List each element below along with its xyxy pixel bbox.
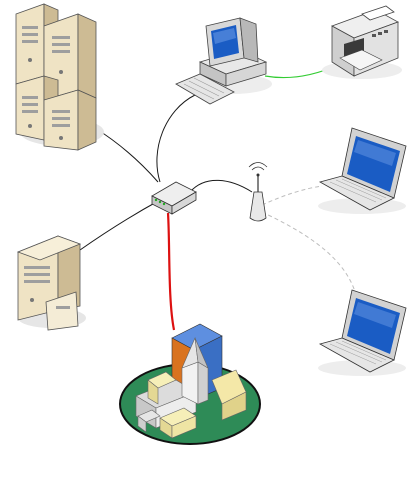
link-desktop-router: [156, 94, 196, 183]
link-router-campus: [166, 212, 176, 331]
link-file-server-router: [79, 199, 161, 251]
laptop-icon: [318, 127, 407, 214]
laptop-icon: [318, 289, 407, 376]
campus-buildings-icon: [119, 323, 261, 445]
link-ap-laptop-upper: [261, 185, 323, 206]
printer-icon: [322, 5, 402, 79]
server-icon: [16, 235, 86, 331]
link-router-ap: [189, 179, 253, 193]
link-server-cluster-router: [94, 127, 159, 183]
desktop-computer-icon: [175, 17, 272, 105]
wireless-access-point-icon: [248, 162, 268, 222]
link-ap-laptop-lower: [261, 211, 357, 296]
links: [79, 64, 357, 331]
router-icon: [151, 181, 197, 215]
server-rack-icon: [15, 3, 104, 151]
